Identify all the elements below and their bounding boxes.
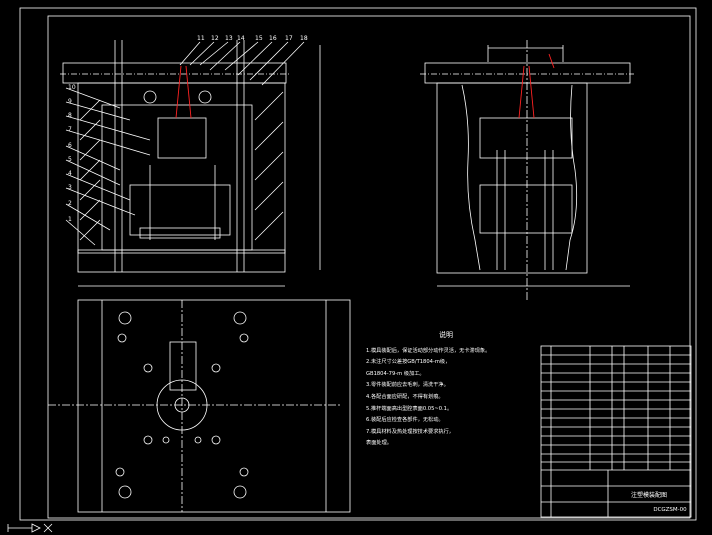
part-label: 1 <box>68 216 72 223</box>
part-label: 14 <box>237 35 245 42</box>
sprue-highlight <box>175 53 555 119</box>
part-label: 12 <box>211 35 219 42</box>
parts-table <box>540 345 692 518</box>
part-label: 6 <box>68 142 72 149</box>
side-section-view <box>420 40 634 300</box>
ucs-marker <box>7 523 53 533</box>
part-label: 10 <box>68 84 76 91</box>
note-line: 1.模具装配后，保证活动部分动作灵活，无卡滞现象。 <box>366 347 491 354</box>
plan-view <box>48 299 351 513</box>
part-label: 16 <box>269 35 277 42</box>
note-line: 4.各配合面应研配，不得有划痕。 <box>366 393 444 400</box>
part-label: 18 <box>300 35 308 42</box>
part-label: 5 <box>68 156 72 163</box>
front-section-view <box>60 40 321 287</box>
title-block-name: 注塑模装配图 <box>630 492 667 499</box>
part-label: 3 <box>68 184 72 191</box>
note-line: 6.装配后应检查各部件，无松动。 <box>366 417 444 424</box>
technical-notes: 说明 1.模具装配后，保证活动部分动作灵活，无卡滞现象。 2.未注尺寸公差按GB… <box>366 330 546 450</box>
part-label: 2 <box>68 200 72 207</box>
note-line: 5.推杆端面高出型腔表面0.05~0.1。 <box>366 405 453 412</box>
part-label: 17 <box>285 35 293 42</box>
title-block-code: DCGZSM-00 <box>653 507 687 513</box>
part-label: 13 <box>225 35 233 42</box>
part-label: 11 <box>197 35 205 42</box>
outer-frame <box>19 7 697 521</box>
note-line: 7.模具材料及热处理按技术要求执行， <box>366 428 454 435</box>
part-label: 4 <box>68 170 72 177</box>
note-line: GB1804-79-m 级加工。 <box>366 370 425 377</box>
part-label: 7 <box>68 126 72 133</box>
inner-frame <box>47 15 691 519</box>
notes-title: 说明 <box>439 331 453 339</box>
note-line: 2.未注尺寸公差按GB/T1804-m级， <box>366 359 451 366</box>
note-line: 3.零件装配前应去毛刺，清洗干净。 <box>366 382 449 389</box>
part-label: 15 <box>255 35 263 42</box>
part-label: 8 <box>68 112 72 119</box>
note-line: 表面处理。 <box>366 440 392 447</box>
part-label: 9 <box>68 98 72 105</box>
